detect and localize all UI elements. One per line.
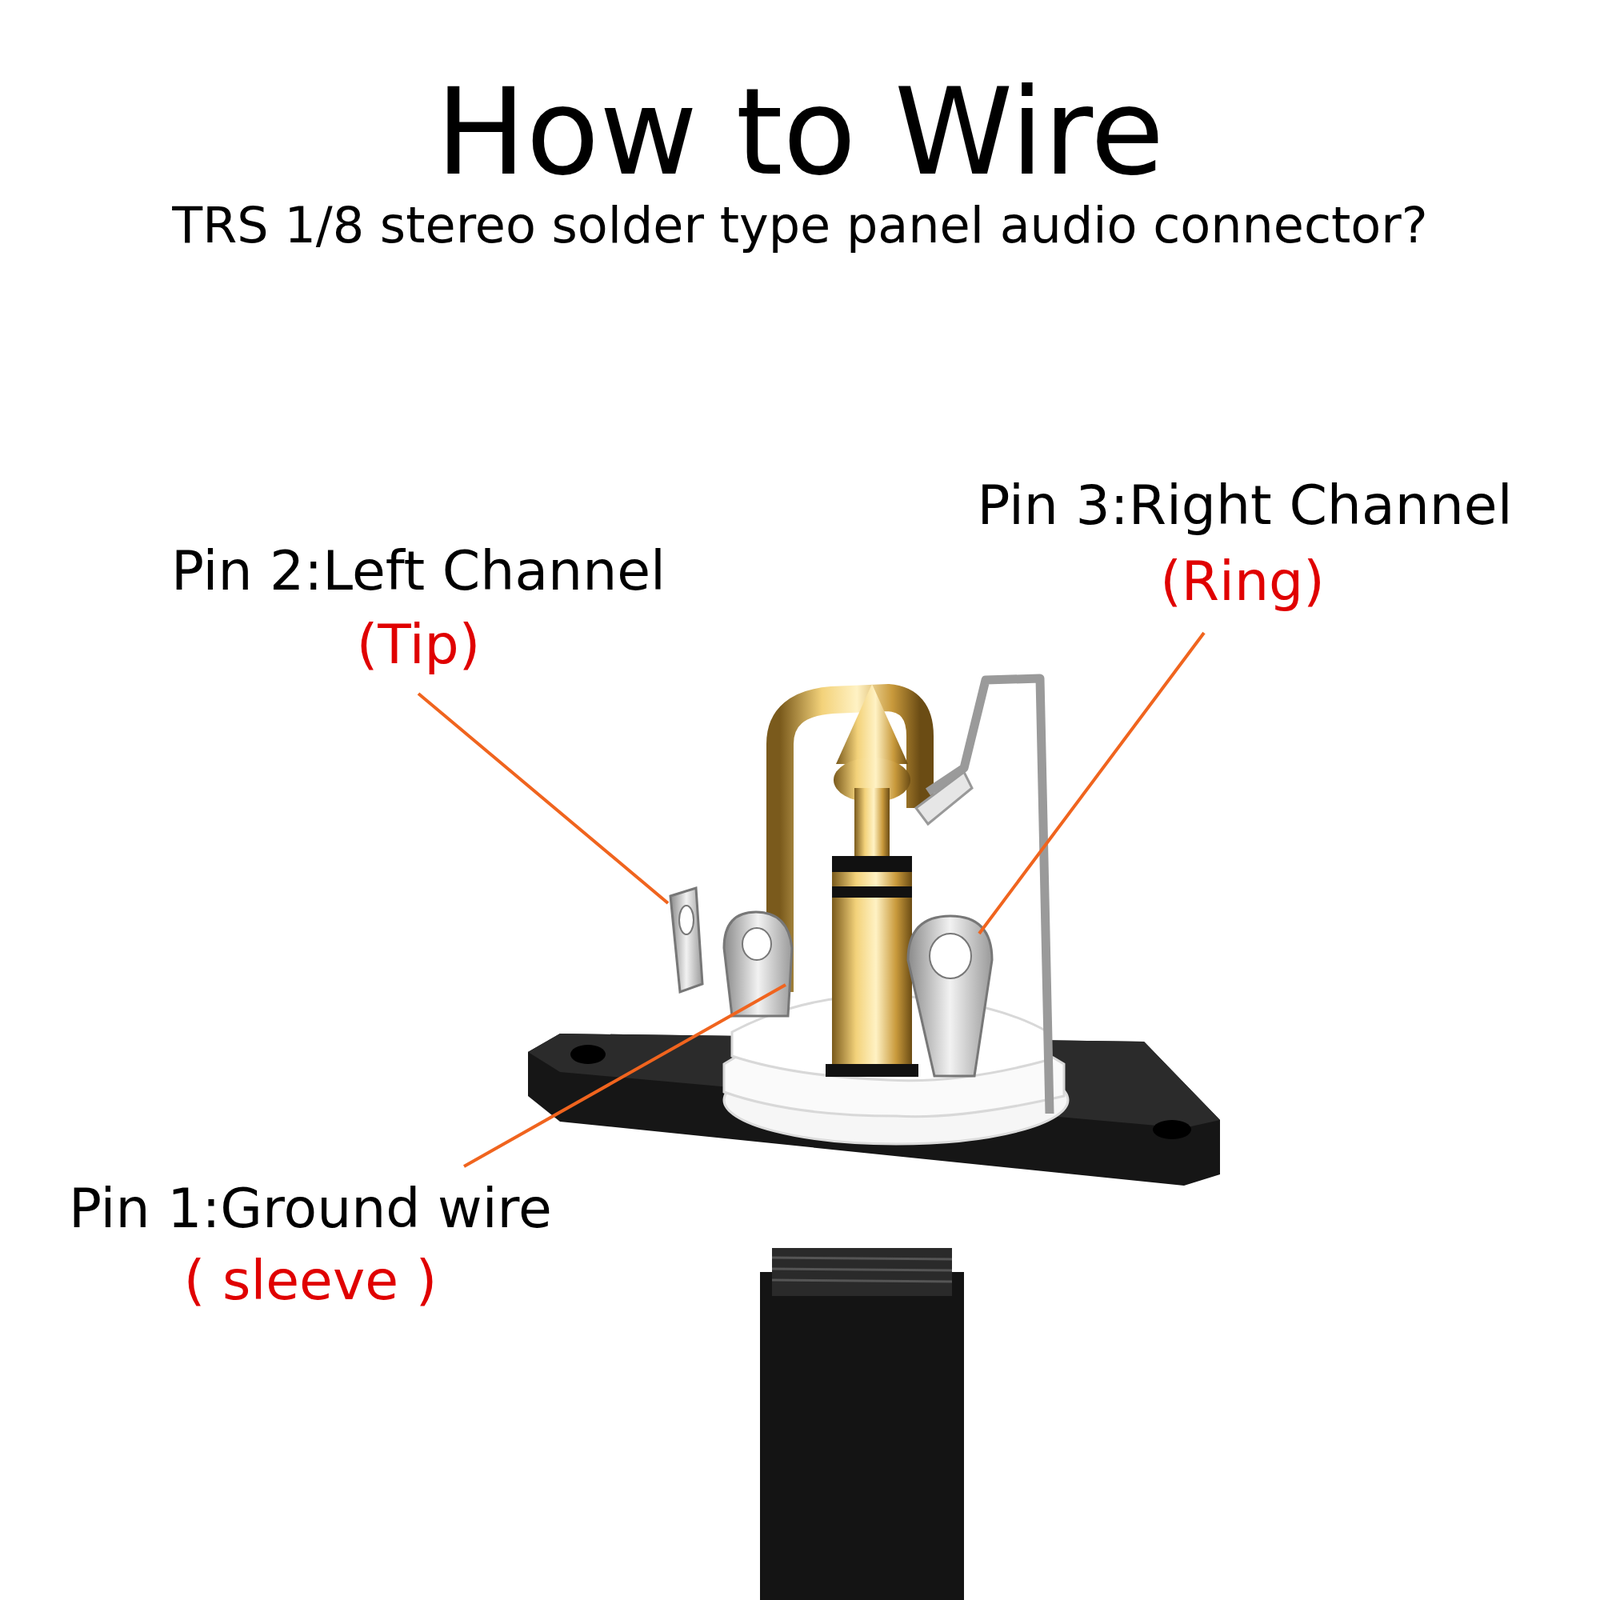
solder-tab — [908, 916, 992, 1076]
contact-label: ( sleeve ) — [184, 1251, 437, 1312]
plug-tip — [836, 684, 908, 764]
pin-label: Pin 3:Right Channel — [976, 476, 1512, 536]
thread — [772, 1248, 952, 1296]
contact-label: (Ring) — [1160, 552, 1324, 612]
stand — [760, 1272, 964, 1600]
subtitle: TRS 1/8 stereo solder type panel audio c… — [172, 198, 1428, 253]
leader-line — [418, 632, 1204, 1167]
solder-tab — [670, 888, 703, 992]
plug-neck — [854, 788, 890, 856]
contact-label: (Tip) — [356, 615, 481, 676]
plug-insulator-ring — [825, 1064, 919, 1077]
plug-ring — [832, 872, 912, 887]
mount-hole — [1152, 1120, 1192, 1140]
plug-sleeve — [832, 897, 912, 1066]
plug-insulator-ring — [832, 886, 912, 898]
pin-label: Pin 1:Ground wire — [68, 1179, 552, 1240]
plug-insulator-ring — [832, 856, 912, 872]
title: How to Wire — [436, 66, 1165, 199]
thread-lines — [772, 1257, 952, 1282]
pin-label: Pin 2:Left Channel — [171, 541, 666, 602]
mount-hole — [570, 1044, 606, 1064]
spring-contact — [916, 772, 972, 824]
